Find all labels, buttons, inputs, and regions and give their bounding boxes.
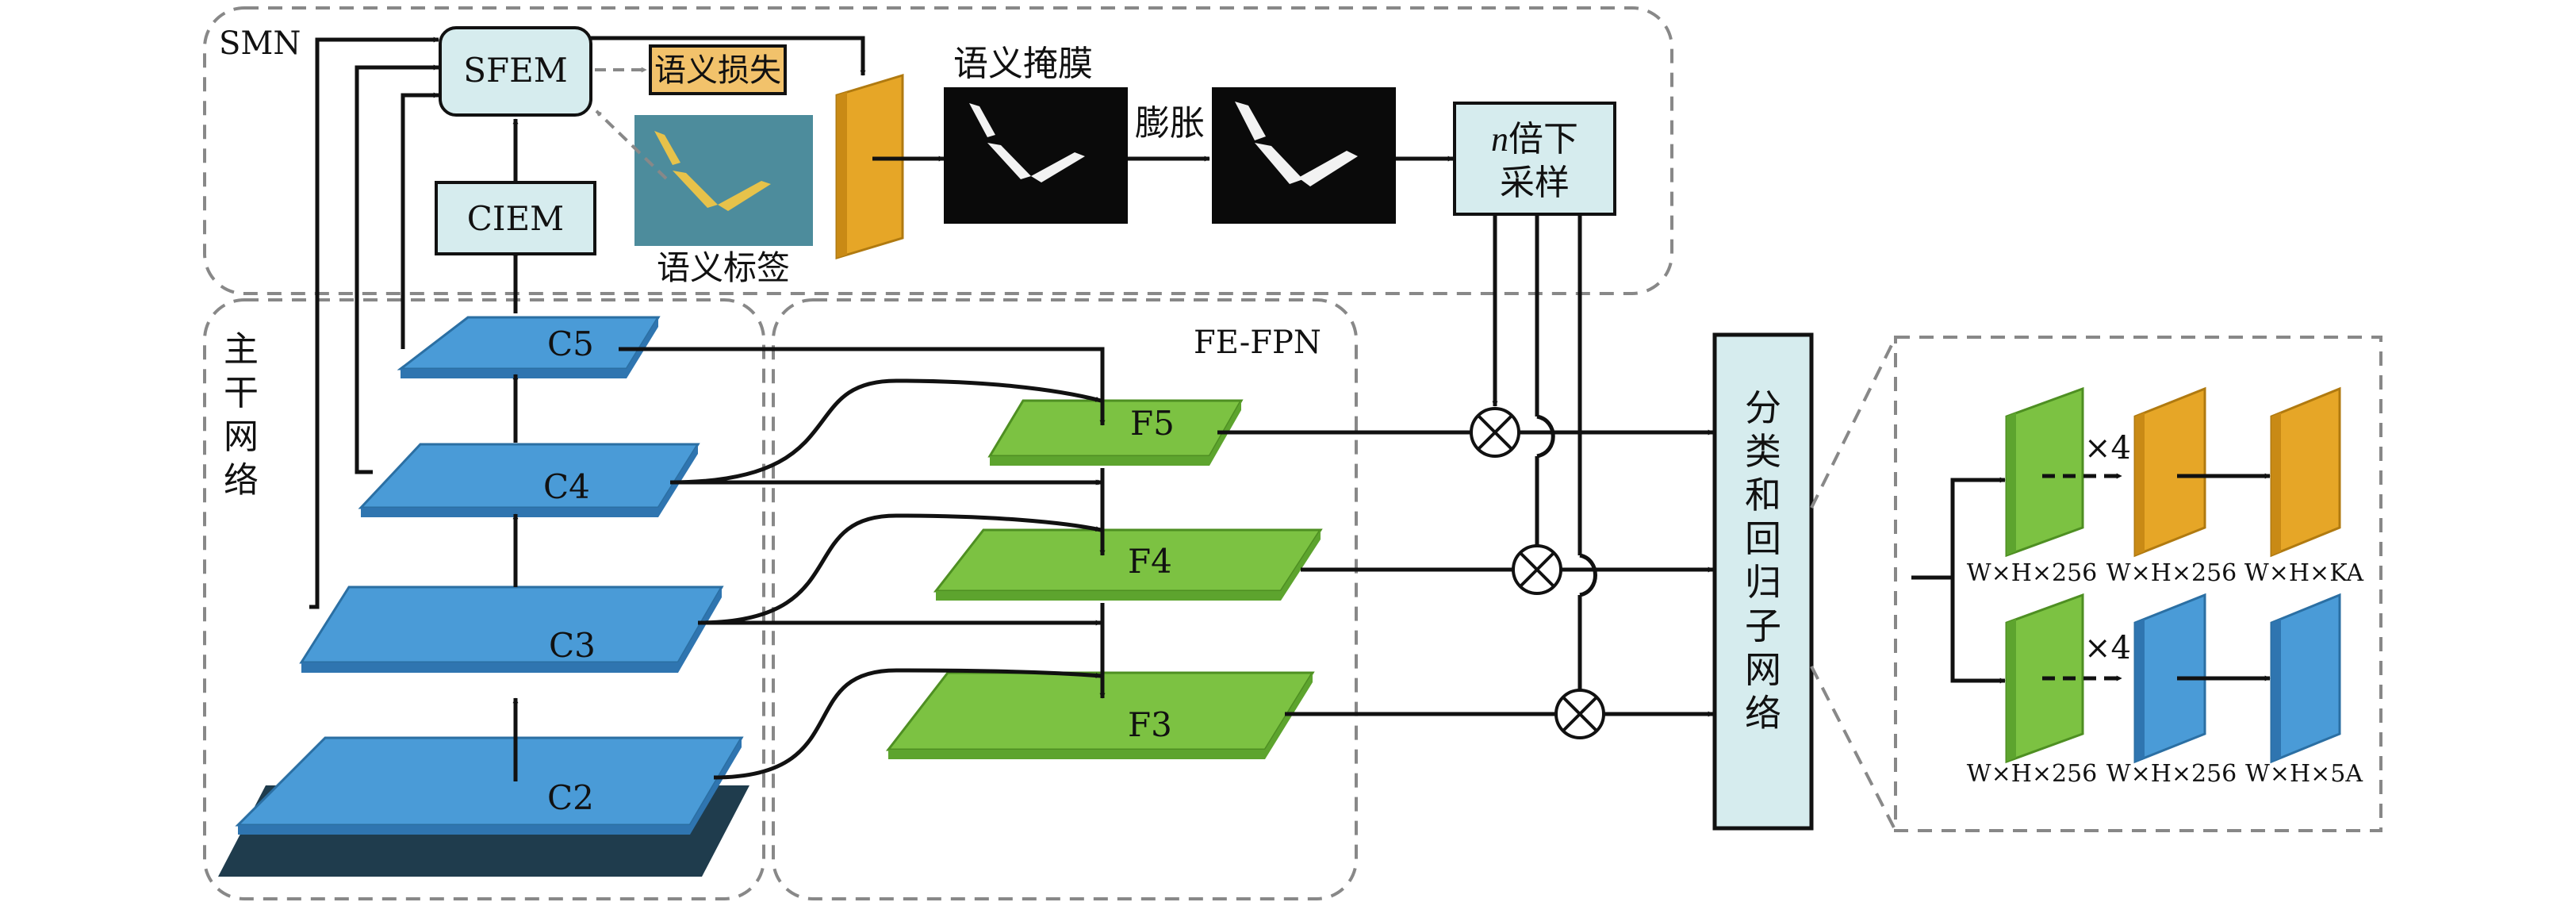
dilate-label: 膨胀: [1135, 104, 1205, 143]
semantic-label-image: [634, 115, 813, 246]
multiply-f5: [1470, 407, 1520, 458]
smn-feature-map: [835, 73, 904, 260]
cls-feature-3: [2270, 386, 2341, 558]
multiply-f3: [1554, 689, 1605, 739]
head-subnet-box: [1712, 332, 1814, 831]
cls-label-3: W×H×KA: [2244, 559, 2363, 587]
downsample-label-line1: n倍下: [1491, 120, 1578, 159]
layer-c5-label: C5: [547, 324, 594, 363]
head-char-7: 网: [1745, 650, 1781, 690]
smn-region: [203, 6, 1673, 295]
head-char-6: 子: [1745, 606, 1781, 647]
multiply-f4: [1512, 544, 1562, 595]
head-char-5: 归: [1745, 562, 1781, 603]
semantic-mask-caption: 语义掩膜: [953, 44, 1093, 83]
reg-repeat-label: ×4: [2084, 630, 2131, 666]
backbone-label-3: 网: [224, 417, 259, 457]
semantic-loss-label: 语义损失: [654, 52, 781, 88]
downsample-n: n: [1491, 120, 1508, 159]
sfem-label: SFEM: [463, 51, 568, 90]
downsample-rest: 倍下: [1508, 120, 1578, 159]
fpn-f3-label: F3: [1128, 705, 1172, 744]
reg-label-2: W×H×256: [2106, 760, 2237, 788]
layer-c2-label: C2: [547, 778, 594, 817]
ciem-label: CIEM: [467, 199, 564, 238]
reg-feature-3: [2270, 593, 2341, 764]
cls-label-2: W×H×256: [2106, 559, 2237, 587]
reg-branch: ×4 W×H×256 W×H×256 W×H×5A: [1967, 593, 2363, 788]
ciem-box: [435, 181, 596, 255]
reg-feature-2: [2133, 593, 2206, 764]
head-subnet-label: 分 类 和 回 归 子 网 络: [1745, 388, 1781, 734]
backbone-label-2: 干: [224, 373, 259, 413]
reg-label-1: W×H×256: [1967, 760, 2098, 788]
head-char-8: 络: [1745, 693, 1781, 734]
layer-c4: C4: [358, 443, 700, 517]
semantic-mask-image: [944, 87, 1128, 224]
subnet-detail-region: [1894, 336, 2382, 832]
downsample-box: [1453, 102, 1616, 216]
fe-fpn-region: [772, 298, 1358, 900]
fe-fpn-label: FE-FPN: [1194, 324, 1321, 361]
reg-label-3: W×H×5A: [2245, 760, 2363, 788]
cls-branch: ×4 W×H×256 W×H×256 W×H×KA: [1967, 386, 2363, 587]
head-char-4: 回: [1745, 519, 1781, 559]
backbone-label-4: 络: [224, 460, 259, 501]
cls-feature-2: [2133, 386, 2206, 558]
fpn-f5-label: F5: [1130, 404, 1175, 443]
smn-label: SMN: [219, 25, 301, 62]
cls-feature-1: [2005, 386, 2084, 558]
layer-c2: C2: [235, 736, 744, 835]
cls-repeat-label: ×4: [2084, 430, 2131, 466]
head-char-3: 和: [1745, 475, 1781, 516]
semantic-label-caption: 语义标签: [657, 251, 790, 287]
backbone-label-1: 主: [224, 329, 259, 370]
semantic-loss-box: [649, 44, 787, 95]
fpn-f3: F3: [885, 671, 1315, 759]
layer-c4-label: C4: [543, 467, 590, 506]
layer-c3-label: C3: [549, 626, 596, 665]
fpn-f4-label: F4: [1128, 542, 1172, 581]
dilated-mask-image: [1212, 87, 1396, 224]
sfem-box: [439, 26, 592, 117]
cls-label-1: W×H×256: [1967, 559, 2098, 587]
head-char-1: 分: [1745, 388, 1781, 428]
fpn-f5: F5: [987, 399, 1244, 466]
fpn-f4: F4: [933, 528, 1323, 601]
backbone-region: [203, 298, 765, 900]
head-char-2: 类: [1745, 432, 1781, 472]
downsample-label-line2: 采样: [1500, 163, 1570, 202]
layer-c3: C3: [299, 585, 724, 673]
